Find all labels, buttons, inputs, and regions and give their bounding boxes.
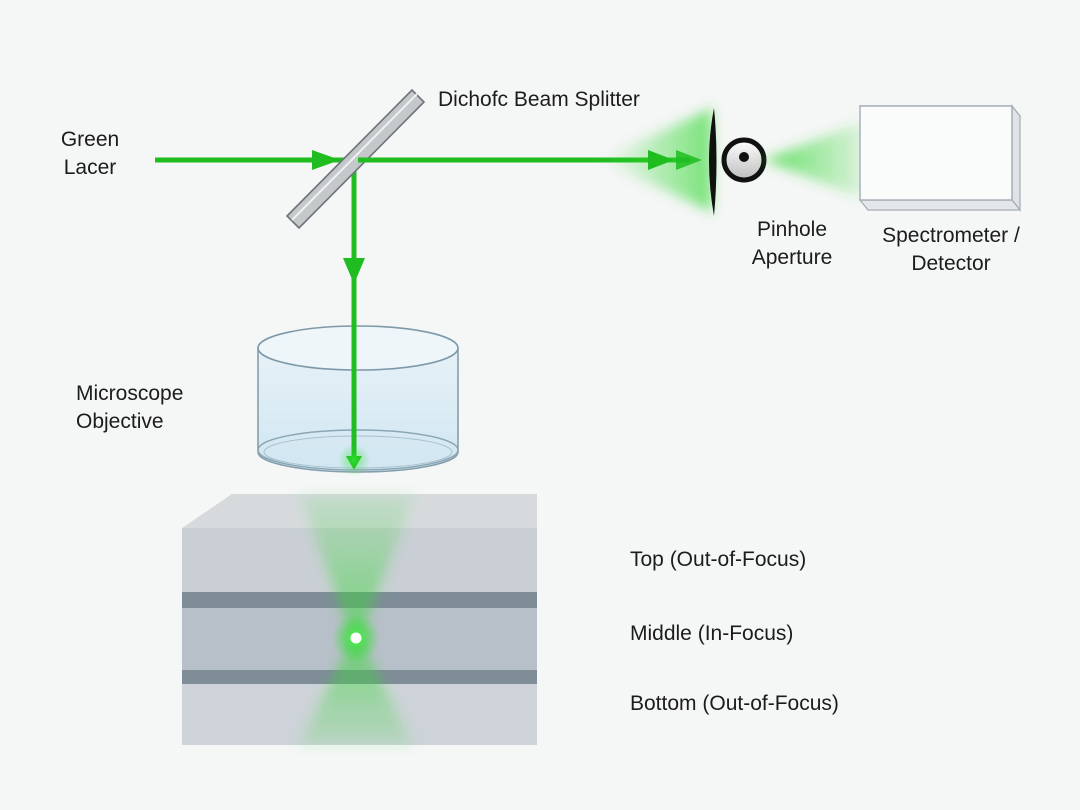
pinhole-label: Pinhole Aperture xyxy=(740,216,844,272)
focal-spot xyxy=(350,632,362,644)
return-beam-arrow-1 xyxy=(648,150,674,170)
return-beam xyxy=(358,108,712,212)
microscope-objective xyxy=(257,325,459,473)
laser-label: Green Lacer xyxy=(50,126,130,182)
spectrometer-front xyxy=(859,105,1013,201)
laser-beam-arrow xyxy=(312,150,340,170)
beam-splitter-label: Dichofc Beam Splitter xyxy=(438,88,640,111)
beam-splitter xyxy=(285,88,426,230)
downward-beam-arrow xyxy=(343,258,365,284)
detector-label-line-2: Detector xyxy=(911,252,991,275)
objective-label: Microscope Objective xyxy=(76,380,183,436)
laser-label-line-1: Green xyxy=(60,128,120,151)
spectrometer-bottom xyxy=(858,199,1022,211)
beam-objective-glow xyxy=(338,444,370,476)
pinhole-hole xyxy=(739,152,749,162)
focus-cone-lower xyxy=(300,642,412,745)
layer-bottom-label: Bottom (Out-of-Focus) xyxy=(630,692,839,715)
pinhole-label-line-1: Pinhole xyxy=(756,218,828,241)
layer-middle-label: Middle (In-Focus) xyxy=(630,622,794,645)
objective-label-line-2: Objective xyxy=(76,410,164,433)
detector-label: Spectrometer / Detector xyxy=(862,222,1040,278)
objective-top-rim xyxy=(257,325,459,371)
layer-top-label: Top (Out-of-Focus) xyxy=(630,548,807,571)
spectrometer-box xyxy=(858,104,1022,212)
detector-label-line-1: Spectrometer / xyxy=(882,224,1020,247)
focus-cone xyxy=(300,494,414,745)
downward-beam xyxy=(343,160,365,290)
focus-cone-upper xyxy=(300,494,414,632)
laser-label-line-2: Lacer xyxy=(63,156,117,179)
spectrometer-side xyxy=(1011,104,1021,212)
pinhole-aperture xyxy=(709,108,767,216)
detector-cone xyxy=(764,122,862,198)
beam-splitter-plate xyxy=(285,88,426,230)
pinhole-plate xyxy=(709,108,717,216)
beam-splitter-edge xyxy=(291,93,418,221)
laser-beam xyxy=(155,150,358,170)
return-beam-arrow-2 xyxy=(676,150,702,170)
pinhole-label-line-2: Aperture xyxy=(751,246,833,269)
objective-label-line-1: Microscope xyxy=(76,382,184,405)
